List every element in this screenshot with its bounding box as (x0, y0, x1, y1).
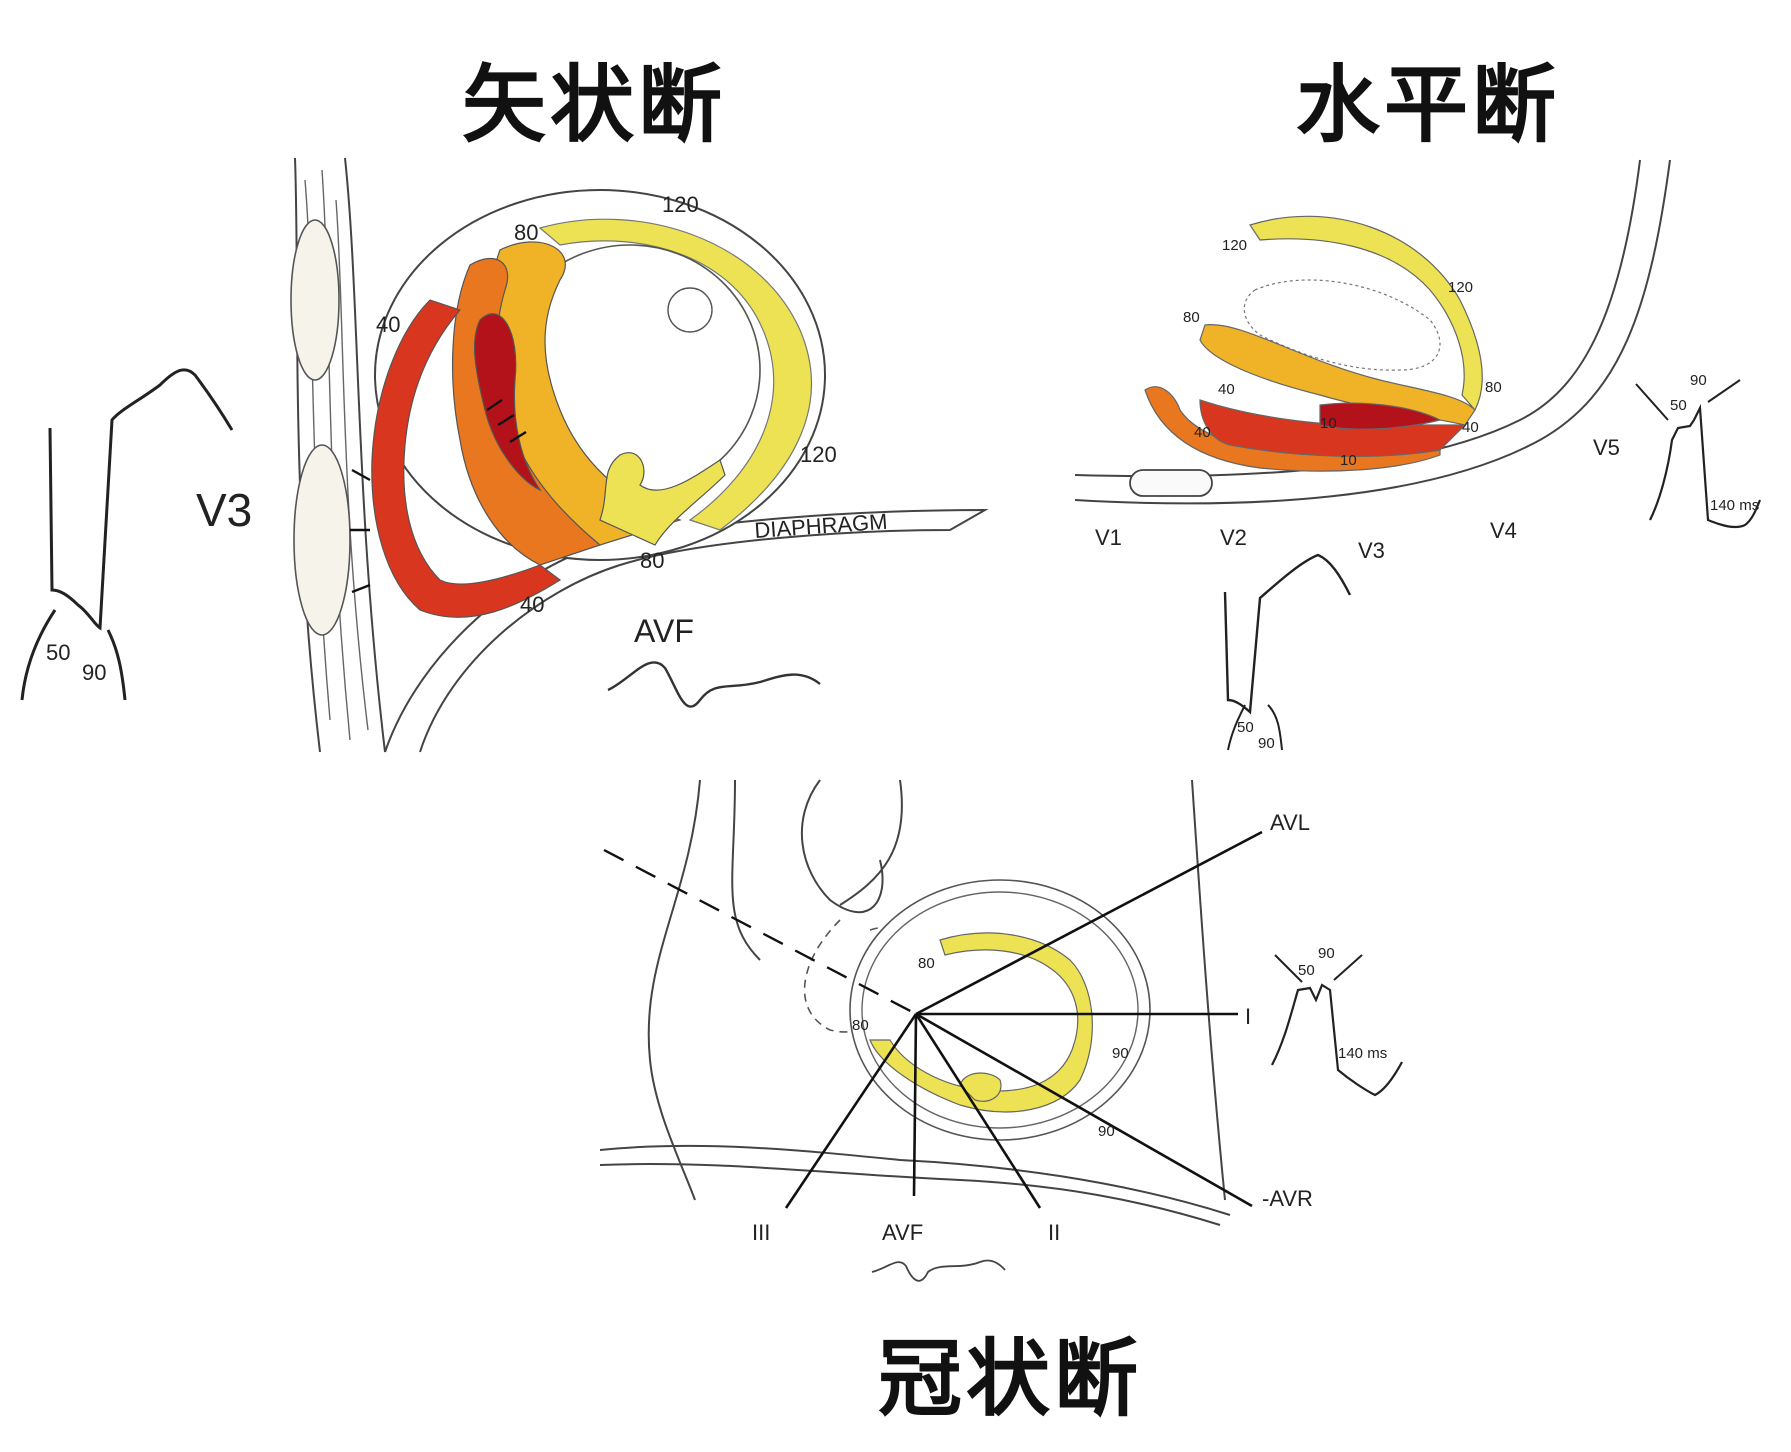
horizontal-iso-80-b: 80 (1485, 379, 1502, 396)
coronal-diaphragm (599, 1144, 1231, 1226)
sagittal-v3-trace (48, 368, 234, 631)
sagittal-v3-mark-50: 50 (46, 640, 70, 665)
coronal-dashed-axis (603, 848, 917, 1016)
horizontal-v3-trace (1223, 553, 1352, 715)
horizontal-lead-v3: V3 (1358, 538, 1385, 563)
sagittal-rib-upper (290, 219, 340, 381)
horizontal-iso-40-b: 40 (1194, 424, 1211, 441)
coronal-mark-90: 90 (1318, 945, 1335, 962)
horizontal-iso-10-b: 10 (1340, 452, 1357, 469)
sagittal-iso-80-top: 80 (514, 220, 538, 245)
coronal-lead-axes (603, 830, 1263, 1209)
horizontal-lead-v5: V5 (1593, 435, 1620, 460)
sagittal-v3-mark-90: 90 (82, 660, 106, 685)
sagittal-lead-v3: V3 (196, 484, 252, 536)
horizontal-v5-trace (1649, 403, 1762, 529)
horizontal-v5-mark-140: 140 ms (1710, 497, 1759, 514)
coronal-mark-50: 50 (1298, 962, 1315, 979)
horizontal-band-early (1199, 399, 1467, 457)
sagittal-band-early (371, 299, 562, 618)
coronal-iso-90-a: 90 (1112, 1045, 1129, 1062)
horizontal-iso-120-a: 120 (1222, 237, 1247, 254)
horizontal-iso-40-a: 40 (1218, 381, 1235, 398)
horizontal-v3-arrows (1227, 704, 1283, 751)
title-sagittal: 矢状断 (462, 56, 727, 154)
sagittal-iso-40-bottom: 40 (520, 592, 544, 617)
coronal-lead-arrows (1274, 954, 1363, 983)
horizontal-v3-mark-90: 90 (1258, 735, 1275, 752)
coronal-iso-80-b: 80 (852, 1017, 869, 1034)
coronal-lead-avf: AVF (882, 1220, 923, 1245)
sagittal-iso-40-left: 40 (376, 312, 400, 337)
sagittal-band-latest (538, 218, 813, 531)
coronal-great-vessels (647, 779, 903, 1201)
sagittal-lead-avf: AVF (634, 613, 694, 649)
sagittal-avf-trace (607, 661, 821, 708)
sagittal-diaphragm-label: DIAPHRAGM (754, 509, 889, 543)
horizontal-v5-mark-90: 90 (1690, 372, 1707, 389)
coronal-iso-90-b: 90 (1098, 1123, 1115, 1140)
sagittal-v3-marker-arrows (20, 609, 127, 701)
horizontal-iso-10-a: 10 (1320, 415, 1337, 432)
sagittal-iso-120-top: 120 (662, 192, 699, 217)
horizontal-panel: 120 120 80 80 40 40 40 10 10 V1 V2 V3 V4… (1074, 159, 1762, 752)
horizontal-lead-v4: V4 (1490, 518, 1517, 543)
horizontal-sternum (1129, 469, 1213, 497)
horizontal-band-earliest (1319, 402, 1442, 430)
title-coronal: 冠状断 (878, 1330, 1143, 1428)
sagittal-papillary (599, 452, 726, 546)
horizontal-lead-v2: V2 (1220, 525, 1247, 550)
sagittal-iso-120-right: 120 (800, 442, 837, 467)
sagittal-chest-wall (294, 157, 386, 753)
coronal-lead-avl: AVL (1270, 810, 1310, 835)
coronal-iso-80-a: 80 (918, 955, 935, 972)
horizontal-v5-mark-50: 50 (1670, 397, 1687, 414)
sagittal-panel: 120 80 40 120 80 40 DIAPHRAGM V3 50 90 A… (20, 157, 989, 753)
horizontal-cavity (1243, 279, 1441, 371)
sagittal-rib-lower (293, 444, 351, 636)
sagittal-arrows (350, 399, 527, 594)
coronal-lead-trace (1271, 983, 1403, 1097)
coronal-avf-trace (871, 1259, 1006, 1282)
sagittal-valve (667, 287, 713, 333)
coronal-lead-avr: -AVR (1262, 1186, 1313, 1211)
horizontal-iso-40-c: 40 (1462, 419, 1479, 436)
horizontal-v3-mark-50: 50 (1237, 719, 1254, 736)
coronal-lead-i: I (1245, 1004, 1251, 1029)
title-horizontal: 水平断 (1296, 56, 1561, 154)
horizontal-iso-80-a: 80 (1183, 309, 1200, 326)
horizontal-iso-120-b: 120 (1448, 279, 1473, 296)
coronal-lead-iii: III (752, 1220, 770, 1245)
coronal-mark-140: 140 ms (1338, 1045, 1387, 1062)
horizontal-v5-arrows (1635, 379, 1741, 421)
horizontal-chest-wall (1074, 159, 1641, 478)
coronal-panel: 80 80 90 90 AVL I -AVR III AVF II 50 90 … (599, 779, 1403, 1282)
coronal-band-latest (869, 932, 1093, 1113)
sagittal-iso-80-bottom: 80 (640, 548, 664, 573)
coronal-papillary (959, 1072, 1002, 1102)
sagittal-band-earliest (473, 313, 542, 492)
horizontal-lead-v1: V1 (1095, 525, 1122, 550)
coronal-lead-ii: II (1048, 1220, 1060, 1245)
coronal-chest-wall (1191, 779, 1226, 1201)
